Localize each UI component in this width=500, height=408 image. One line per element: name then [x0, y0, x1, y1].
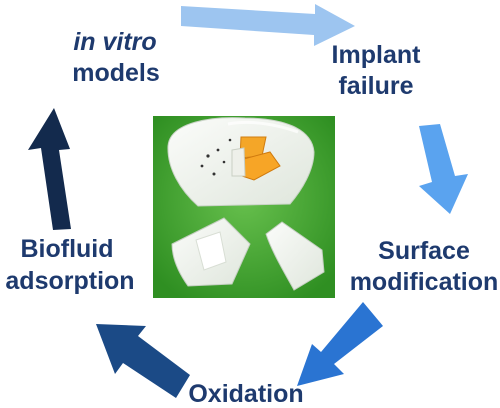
arrow-top	[181, 4, 355, 46]
label-in-vitro: in vitro	[73, 28, 156, 56]
arrow-right	[419, 124, 468, 214]
label-oxidation: Oxidation	[188, 380, 303, 408]
label-biofluid: Biofluid	[20, 235, 113, 263]
polymer-wedge-right	[265, 221, 325, 291]
label-adsorption: adsorption	[5, 267, 134, 295]
label-modification: modification	[350, 268, 499, 296]
label-models: models	[72, 59, 160, 87]
arrow-bottom-left	[96, 324, 190, 398]
label-failure: failure	[338, 72, 413, 100]
photo-implant-samples	[153, 116, 335, 298]
label-implant: Implant	[332, 41, 422, 69]
label-surface: Surface	[378, 237, 470, 265]
arrow-left	[28, 108, 71, 230]
arrow-bottom-right	[297, 302, 383, 386]
